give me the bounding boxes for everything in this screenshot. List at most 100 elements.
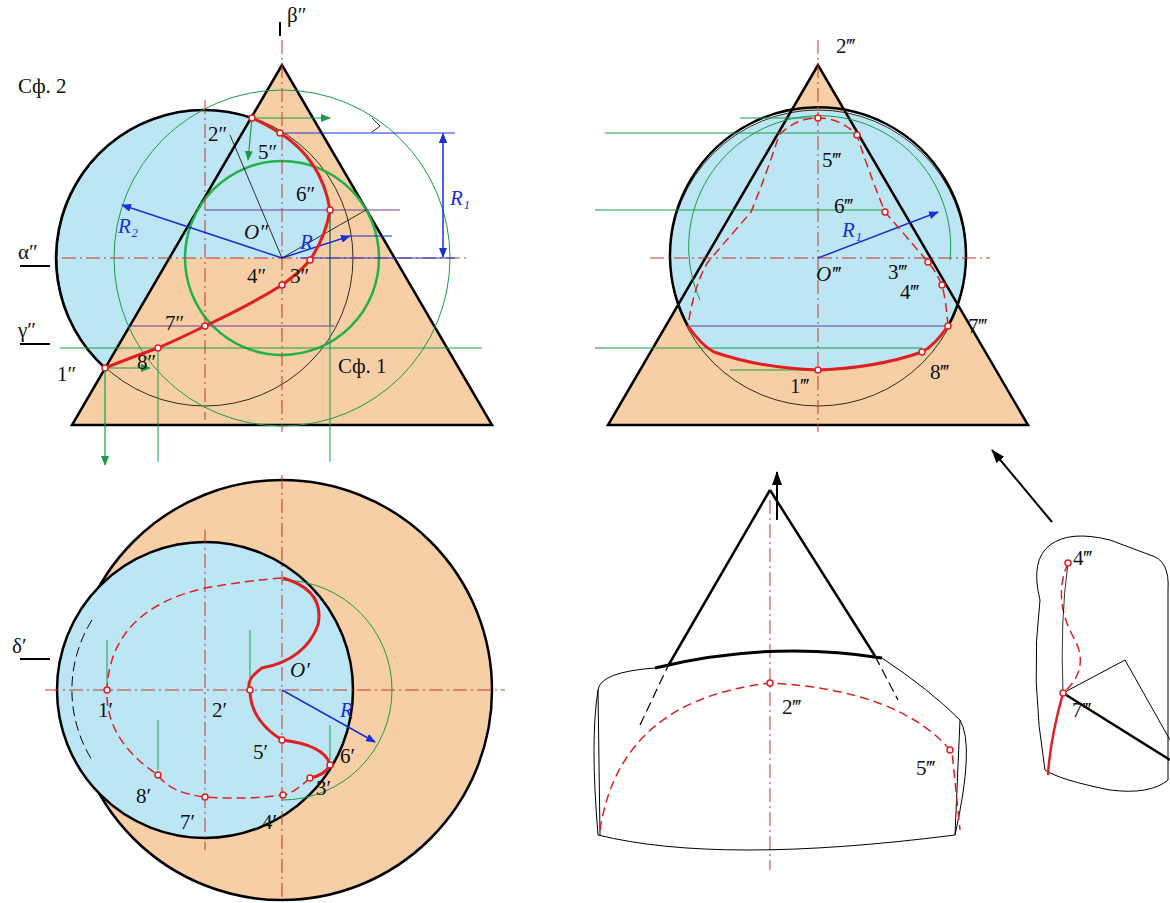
front-view-shape [300,258,455,259]
front-view-shape [20,658,50,660]
side-view-shape [688,118,948,326]
point-label: 4′ [262,812,277,833]
point-label: 7‴ [968,316,987,337]
point-label: 1′ [98,700,113,721]
top-view-shape-shape [104,687,110,693]
point-label: 4‴ [900,282,919,303]
side-view-shape-shape [815,115,821,121]
detail-view-shape [1060,560,1071,696]
detail-view-shape [1061,563,1080,693]
top-view-shape-shape [202,794,208,800]
detail-view [594,450,1170,870]
side-view [595,40,1028,432]
top-view-shape-shape [280,792,286,798]
point-label: 5‴ [822,150,841,171]
detail-view-shape-shape [1065,560,1071,566]
dimension-label: R [340,700,353,721]
top-view [45,475,505,900]
point-label: 5″ [258,142,277,163]
front-view-shape [105,118,330,368]
front-view-shape [372,118,380,132]
side-view-shape [595,348,922,349]
detail-view-shape [600,683,960,830]
side-view-shape [689,116,951,300]
point-label: β″ [287,5,306,26]
top-view-shape [107,640,108,685]
side-view-shape-shape [854,132,860,138]
top-view-shape [158,720,159,770]
top-view-shape-shape [327,762,333,768]
top-view-shape [250,630,251,685]
top-view-shape [282,475,283,900]
point-label: 6″ [296,184,315,205]
top-view-shape [330,725,331,760]
top-view-shape [45,690,505,691]
front-view-shape [285,133,455,134]
side-view-shape [688,326,948,370]
point-label: O′ [290,660,310,681]
top-view-shape [249,578,330,778]
top-view-shape [282,690,375,742]
front-view-shape [104,368,105,465]
front-view-shape [230,135,282,258]
front-view-shape [442,134,444,200]
front-view-shape [205,100,206,420]
front-view-shape [122,205,282,258]
front-view-shape [105,118,250,368]
front-view-shape [442,200,444,257]
detail-view-shape [992,450,1052,522]
top-view-shape [104,687,333,800]
side-view-shape-shape [925,259,931,265]
top-view-shape [107,578,310,798]
point-label: Сф. 1 [338,356,387,377]
front-view-shape [279,22,281,36]
front-view-shape [62,258,470,259]
point-label: 8′ [136,786,151,807]
front-view-shape [20,265,50,267]
side-view-shape [818,212,938,258]
point-label: 3′ [316,778,331,799]
side-view-shape-shape [815,367,821,373]
point-label: 6′ [340,746,355,767]
front-view-shape-shape [307,257,313,263]
point-label: 2′ [212,700,227,721]
side-view-shape [605,133,857,134]
dimension-label: R₁ [450,188,470,209]
point-label: δ′ [12,636,27,657]
point-label: 7′ [180,812,195,833]
detail-view-shape-shape [947,747,953,753]
side-view-shape [690,326,948,327]
top-view-shape-shape [155,772,161,778]
point-label: 3‴ [888,262,907,283]
point-label: O″ [244,222,268,243]
front-view-shape-shape [279,282,285,288]
detail-view-shape [1036,536,1168,791]
side-view-shape [740,118,818,119]
point-label: 5‴ [916,758,935,779]
point-label: 8″ [137,352,156,373]
front-view-shape [102,115,333,371]
detail-view-shape [1062,563,1068,693]
front-view-shape [252,117,330,118]
front-view-shape [282,236,350,258]
point-label: 2‴ [836,36,855,57]
dimension-label: R₂ [118,216,138,237]
top-view-shape-shape [247,687,253,693]
side-view-shape-shape [919,349,925,355]
detail-view-shape [668,490,875,666]
dimension-label: R₁ [842,220,862,241]
detail-view-shape [1063,693,1170,760]
point-label: 2″ [208,124,227,145]
front-view-shape-shape [249,115,255,121]
side-view-shape-shape [945,323,951,329]
front-view-shape [248,118,252,160]
detail-view-shape-shape [1060,690,1066,696]
front-view-shape [350,236,392,237]
point-label: Сф. 2 [18,76,67,97]
point-label: 1‴ [790,376,809,397]
top-view-shape-shape [279,737,285,743]
dimension-label: R [300,232,313,253]
side-view-shape-shape [882,209,888,215]
front-view-shape-shape [327,207,333,213]
